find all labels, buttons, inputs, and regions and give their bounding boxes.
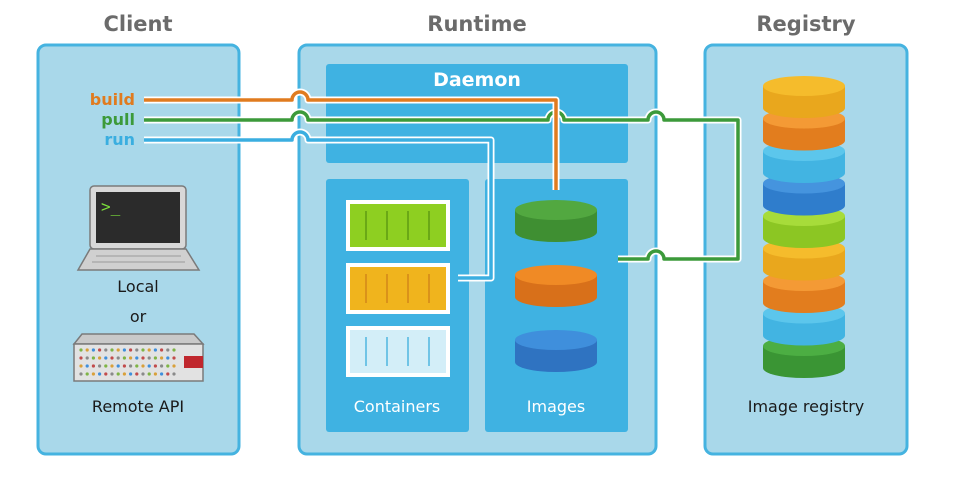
containers-label: Containers bbox=[354, 397, 441, 416]
images-label: Images bbox=[527, 397, 585, 416]
or-label: or bbox=[130, 307, 147, 326]
run-connection-line bbox=[144, 130, 493, 280]
registry-image-yellow bbox=[763, 76, 845, 118]
laptop-icon: >_ bbox=[76, 185, 201, 271]
build-connection-line bbox=[144, 90, 558, 190]
server-icon bbox=[72, 333, 205, 382]
registry-heading: Registry bbox=[756, 12, 856, 36]
container-yellow bbox=[346, 263, 450, 314]
image-green-cylinder bbox=[515, 200, 597, 242]
terminal-prompt: >_ bbox=[101, 197, 121, 216]
build-command-label: build bbox=[90, 90, 135, 109]
remote-api-label: Remote API bbox=[92, 397, 184, 416]
image-registry-label: Image registry bbox=[748, 397, 865, 416]
containers-group bbox=[346, 200, 450, 377]
client-heading: Client bbox=[103, 12, 172, 36]
registry-stack bbox=[762, 76, 845, 378]
pull-command-label: pull bbox=[101, 110, 135, 129]
container-light-blue bbox=[346, 326, 450, 377]
local-label: Local bbox=[117, 277, 158, 296]
image-blue-cylinder bbox=[515, 330, 597, 372]
container-green bbox=[346, 200, 450, 251]
images-group bbox=[515, 200, 597, 372]
daemon-label: Daemon bbox=[433, 69, 521, 91]
image-orange-cylinder bbox=[515, 265, 597, 307]
runtime-heading: Runtime bbox=[427, 12, 526, 36]
run-command-label: run bbox=[104, 130, 135, 149]
pull-connection-line bbox=[144, 110, 740, 261]
